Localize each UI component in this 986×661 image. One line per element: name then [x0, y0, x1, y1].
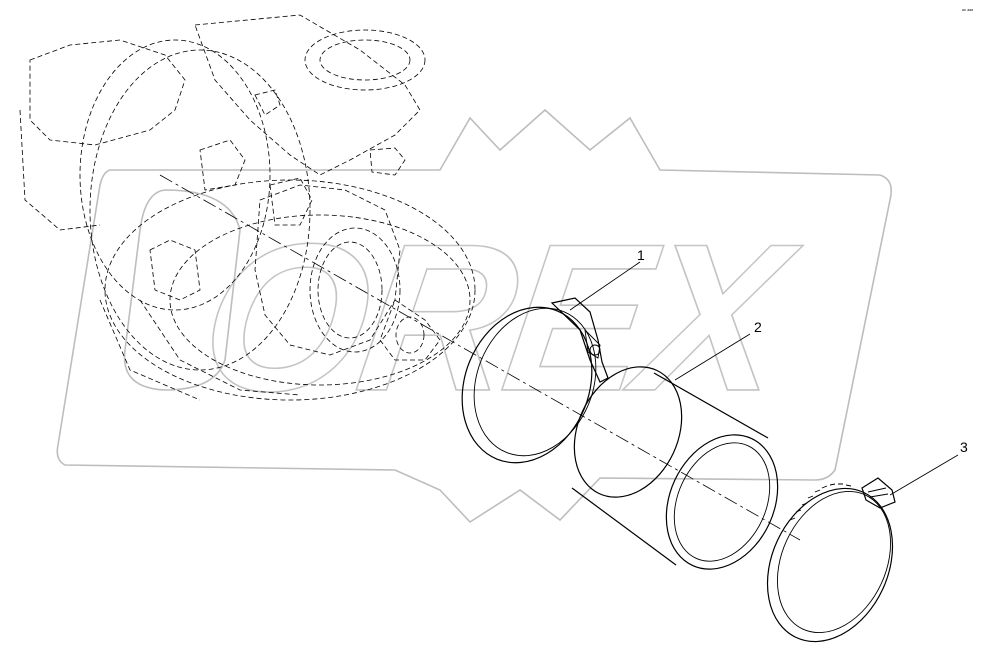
leader-line-2 [674, 333, 751, 381]
leader-line-1 [569, 261, 641, 311]
watermark-logo: OREX [56, 108, 893, 524]
hose-sleeve [571, 366, 779, 570]
callout-number-3: 3 [960, 439, 968, 455]
corner-code: ᵃ⁸ ᵃᵃᵃ [962, 8, 973, 14]
callout-number-2: 2 [754, 319, 762, 335]
leader-line-3 [889, 454, 959, 496]
watermark-text: OREX [189, 200, 810, 435]
callout-number-1: 1 [637, 247, 645, 263]
center-axis [159, 174, 801, 541]
worm-gear-hose-clamp [766, 477, 896, 643]
turbocharger [19, 14, 476, 401]
leader-lines [569, 261, 959, 496]
